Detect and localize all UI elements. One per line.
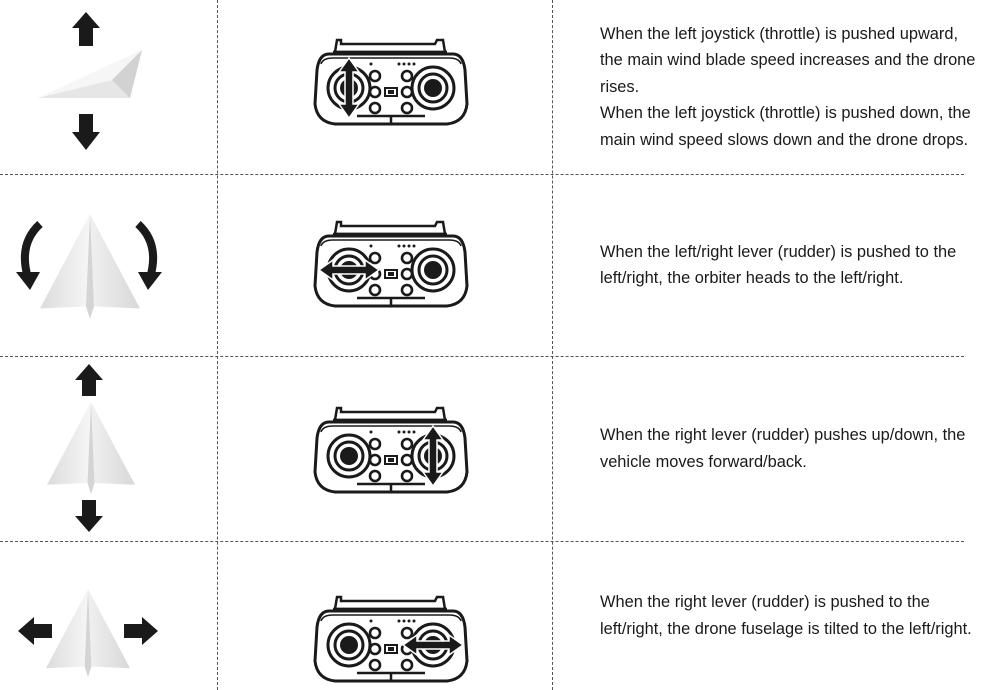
roll-text: When the right lever (rudder) is pushed … <box>600 593 972 638</box>
control-row-rudder: When the left/right lever (rudder) is pu… <box>0 174 984 356</box>
remote-illustration <box>218 541 552 690</box>
left-stick-left-right-arrows-icon <box>317 258 381 282</box>
rudder-description: When the left/right lever (rudder) is pu… <box>600 174 980 356</box>
throttle-text-down: When the left joystick (throttle) is pus… <box>600 104 971 149</box>
throttle-text-up: When the left joystick (throttle) is pus… <box>600 24 976 96</box>
control-row-pitch: When the right lever (rudder) pushes up/… <box>0 356 984 541</box>
plane-tilt-left-right-arrows-icon <box>18 589 158 677</box>
pitch-description: When the right lever (rudder) pushes up/… <box>600 356 980 541</box>
left-stick-up-down-arrows-icon <box>337 56 361 120</box>
plane-climb-arrows-up-down-icon <box>38 12 142 150</box>
remote-illustration <box>218 174 552 356</box>
column-divider-right <box>552 0 553 690</box>
row-divider-1 <box>0 174 964 175</box>
roll-description: When the right lever (rudder) is pushed … <box>600 541 980 690</box>
pitch-illustration <box>0 356 218 541</box>
roll-illustration <box>0 541 218 690</box>
remote-controller-icon <box>313 220 469 308</box>
row-divider-2 <box>0 356 964 357</box>
rudder-illustration <box>0 174 218 356</box>
column-divider-left <box>217 0 218 690</box>
right-stick-up-down-arrows-icon <box>421 424 445 488</box>
remote-controller-icon <box>313 595 469 683</box>
control-row-roll: When the right lever (rudder) is pushed … <box>0 541 984 690</box>
remote-controller-icon <box>313 38 469 126</box>
plane-rotate-arrows-icon <box>16 214 162 319</box>
throttle-description: When the left joystick (throttle) is pus… <box>600 0 980 174</box>
remote-illustration <box>218 356 552 541</box>
remote-controller-icon <box>313 406 469 494</box>
control-row-throttle: When the left joystick (throttle) is pus… <box>0 0 984 174</box>
remote-illustration <box>218 0 552 174</box>
plane-forward-back-arrows-icon <box>47 364 135 532</box>
pitch-text: When the right lever (rudder) pushes up/… <box>600 426 966 471</box>
rudder-text: When the left/right lever (rudder) is pu… <box>600 242 957 288</box>
throttle-illustration <box>0 0 218 174</box>
right-stick-left-right-arrows-icon <box>401 633 465 657</box>
row-divider-3 <box>0 541 964 542</box>
